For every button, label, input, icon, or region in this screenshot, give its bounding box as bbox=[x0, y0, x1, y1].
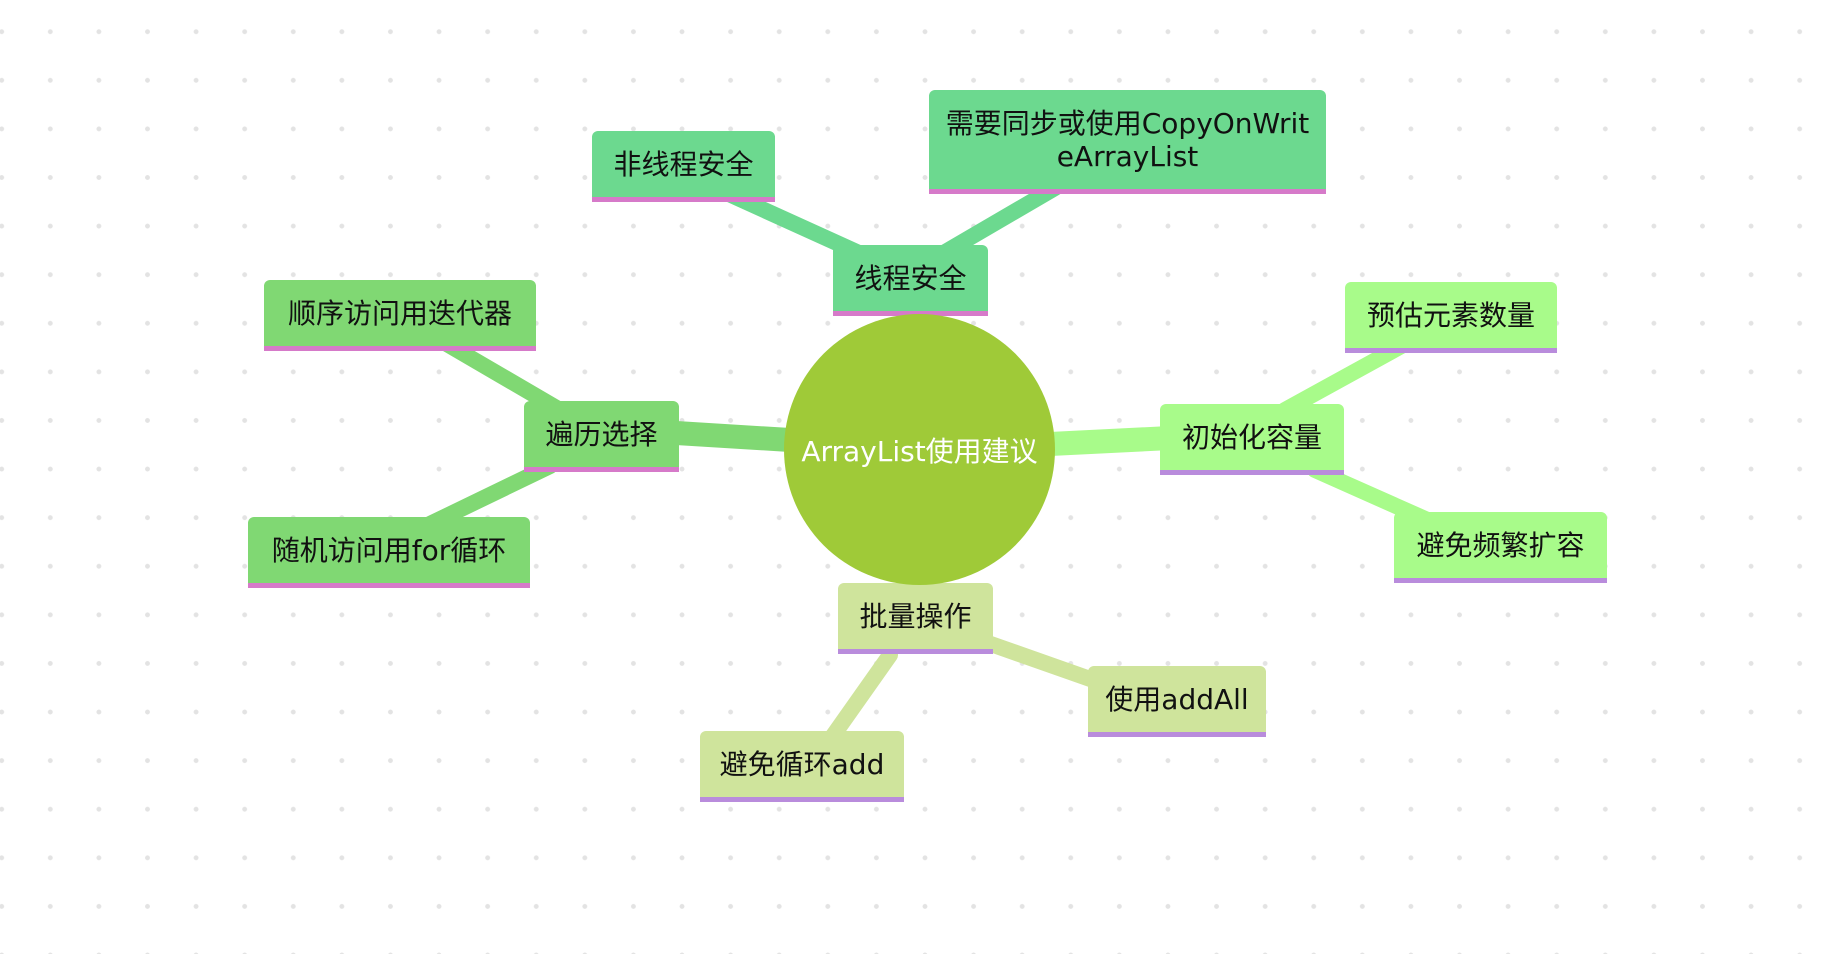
node-label: 顺序访问用迭代器 bbox=[287, 296, 512, 330]
node-initial-capacity[interactable]: 初始化容量 bbox=[1160, 404, 1344, 475]
edge-root-traversal bbox=[659, 420, 791, 452]
edge-traversal-for-loop bbox=[422, 458, 558, 532]
node-label: 预估元素数量 bbox=[1366, 298, 1535, 332]
node-batch-operations[interactable]: 批量操作 bbox=[838, 583, 993, 654]
edge-root-capacity bbox=[1049, 426, 1171, 456]
node-loop-add[interactable]: 避免循环add bbox=[700, 731, 904, 802]
node-label: 随机访问用for循环 bbox=[271, 533, 507, 567]
node-label: 需要同步或使用CopyOnWriteArrayList bbox=[945, 106, 1310, 173]
node-estimate-count[interactable]: 预估元素数量 bbox=[1345, 282, 1557, 353]
node-thread-safety[interactable]: 线程安全 bbox=[833, 245, 988, 316]
node-iterator[interactable]: 顺序访问用迭代器 bbox=[264, 280, 536, 351]
node-label: 非线程安全 bbox=[613, 147, 754, 181]
node-label: 批量操作 bbox=[859, 599, 972, 633]
node-label: 避免循环add bbox=[719, 747, 885, 781]
node-root[interactable]: ArrayList使用建议 bbox=[784, 314, 1055, 585]
node-add-all[interactable]: 使用addAll bbox=[1088, 666, 1266, 737]
root-label: ArrayList使用建议 bbox=[801, 434, 1038, 468]
node-traversal[interactable]: 遍历选择 bbox=[524, 401, 679, 472]
node-not-thread-safe[interactable]: 非线程安全 bbox=[592, 131, 775, 202]
edge-batch-loop-add bbox=[822, 647, 898, 748]
node-label: 线程安全 bbox=[854, 261, 967, 295]
node-synchronization[interactable]: 需要同步或使用CopyOnWriteArrayList bbox=[929, 90, 1326, 194]
node-label: 遍历选择 bbox=[545, 417, 658, 451]
node-avoid-resize[interactable]: 避免频繁扩容 bbox=[1394, 512, 1607, 583]
node-label: 避免频繁扩容 bbox=[1416, 528, 1585, 562]
edge-traversal-iterator bbox=[432, 332, 568, 418]
edge-capacity-estimate bbox=[1277, 336, 1413, 418]
node-for-loop[interactable]: 随机访问用for循环 bbox=[248, 517, 530, 588]
node-label: 初始化容量 bbox=[1181, 420, 1322, 454]
node-label: 使用addAll bbox=[1105, 682, 1249, 716]
